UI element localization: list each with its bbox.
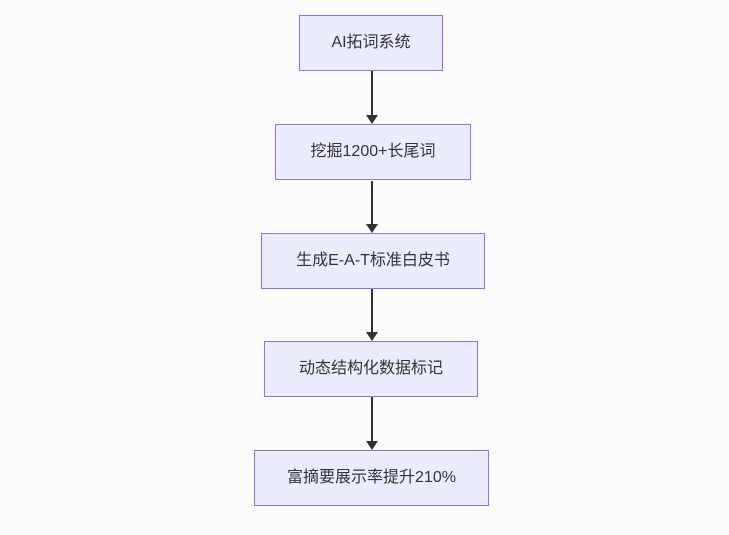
arrowhead-icon <box>366 441 378 450</box>
arrowhead-icon <box>366 332 378 341</box>
flow-node-longtail-mining: 挖掘1200+长尾词 <box>275 124 471 180</box>
arrow-down-2 <box>366 181 378 233</box>
arrowhead-icon <box>366 115 378 124</box>
flow-node-eat-whitepaper: 生成E-A-T标准白皮书 <box>261 233 485 289</box>
arrow-down-4 <box>366 397 378 450</box>
flow-node-label: 动态结构化数据标记 <box>298 360 443 378</box>
flow-node-label: 生成E-A-T标准白皮书 <box>296 252 450 270</box>
flow-node-ai-keyword-system: AI拓词系统 <box>299 15 443 71</box>
flow-node-label: 富摘要展示率提升210% <box>287 469 456 487</box>
flow-node-structured-data-markup: 动态结构化数据标记 <box>264 341 478 397</box>
flow-node-rich-snippet-result: 富摘要展示率提升210% <box>254 450 489 506</box>
arrow-down-1 <box>366 71 378 124</box>
arrowhead-icon <box>366 224 378 233</box>
flow-node-label: AI拓词系统 <box>331 34 411 52</box>
arrow-down-3 <box>366 289 378 341</box>
flow-node-label: 挖掘1200+长尾词 <box>310 143 436 161</box>
